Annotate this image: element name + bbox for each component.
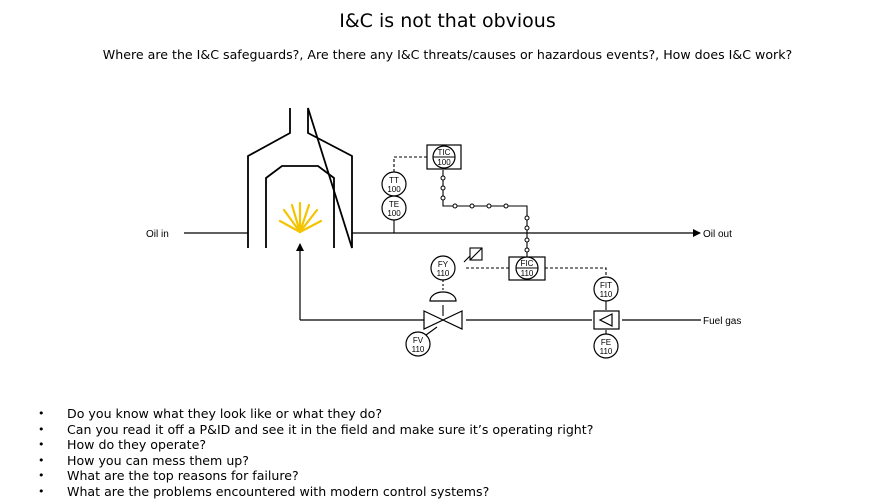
tic-100-controller: TIC 100 <box>426 144 462 170</box>
fic-number: 110 <box>521 269 534 278</box>
slide-title: I&C is not that obvious <box>339 10 556 32</box>
te-100-element: TE 100 <box>381 195 407 221</box>
fuel-gas-label: Fuel gas <box>703 316 741 327</box>
list-item: Can you read it off a P&ID and see it in… <box>38 422 593 438</box>
tt-number: 100 <box>387 185 401 194</box>
tic-tag: TIC <box>438 148 451 157</box>
fe-110-element: FE 110 <box>593 333 619 359</box>
fic-tag: FIC <box>521 259 534 268</box>
fe-number: 110 <box>600 347 613 356</box>
tt-100-transmitter: TT 100 <box>381 171 407 197</box>
oil-in-label: Oil in <box>146 229 169 240</box>
fit-110-transmitter: FIT 110 <box>593 276 619 302</box>
fv-110-control-valve: FV 110 <box>405 291 463 357</box>
list-item: Do you know what they look like or what … <box>38 406 593 422</box>
fy-110-relay: FY 110 <box>430 255 456 281</box>
fit-tag: FIT <box>600 281 612 290</box>
oil-out-label: Oil out <box>703 229 732 240</box>
flame-icon <box>278 201 323 234</box>
fy-tag: FY <box>438 260 449 269</box>
list-item: How you can mess them up? <box>38 453 593 469</box>
signal-nodes <box>440 175 530 253</box>
tic-number: 100 <box>437 158 451 167</box>
fy-number: 110 <box>437 269 450 278</box>
flow-meter-icon <box>593 310 620 330</box>
slide-subtitle: Where are the I&C safeguards?, Are there… <box>102 47 793 62</box>
converter-box-icon <box>469 247 483 261</box>
fv-tag: FV <box>413 336 424 345</box>
list-item: How do they operate? <box>38 437 593 453</box>
tt-tag: TT <box>389 176 399 185</box>
fe-tag: FE <box>601 338 611 347</box>
te-tag: TE <box>389 200 399 209</box>
fuel-gas-line <box>296 243 701 321</box>
furnace <box>247 107 353 249</box>
te-number: 100 <box>387 209 401 218</box>
fic-110-controller: FIC 110 <box>508 256 546 281</box>
fv-number: 110 <box>412 345 425 354</box>
question-list: Do you know what they look like or what … <box>38 406 593 500</box>
fit-number: 110 <box>600 290 613 299</box>
list-item: What are the top reasons for failure? <box>38 468 593 484</box>
list-item: What are the problems encountered with m… <box>38 484 593 500</box>
